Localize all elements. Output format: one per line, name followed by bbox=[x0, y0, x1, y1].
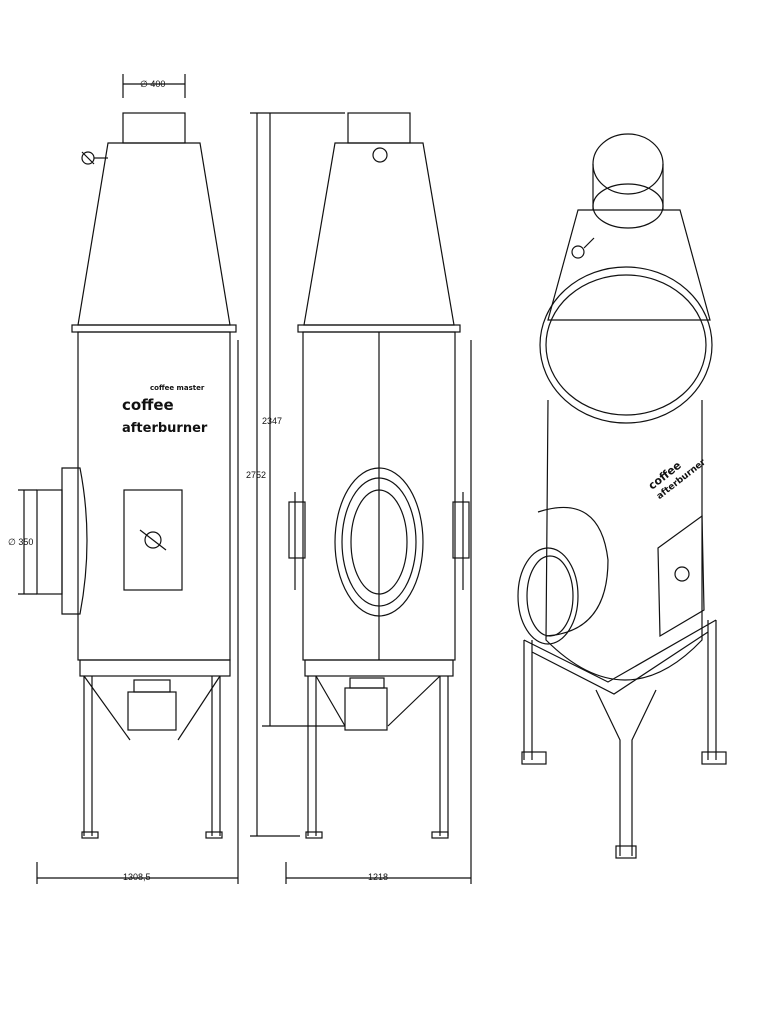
side-inlet-duct bbox=[61, 467, 88, 615]
front-inlet-mid-ring bbox=[341, 477, 417, 607]
front-flange bbox=[297, 324, 461, 333]
side-access-panel bbox=[123, 489, 183, 591]
panel-handle-icon bbox=[144, 531, 162, 549]
thermometer-icon bbox=[81, 151, 108, 165]
iso-stand bbox=[523, 619, 717, 856]
svg-text:∅ 350: ∅ 350 bbox=[8, 537, 33, 547]
svg-text:afterburner: afterburner bbox=[122, 421, 208, 436]
iso-outlet-top bbox=[592, 133, 664, 195]
svg-text:2347: 2347 bbox=[262, 416, 282, 426]
side-body bbox=[77, 331, 231, 661]
svg-text:1218: 1218 bbox=[368, 872, 388, 882]
side-flange bbox=[71, 324, 237, 333]
iso-logo: coffee afterburner bbox=[646, 457, 708, 502]
svg-text:coffee: coffee bbox=[122, 396, 174, 414]
side-outlet-pipe bbox=[122, 112, 186, 144]
iso-panel-handle-icon bbox=[674, 566, 690, 582]
side-view: coffee master coffee afterburner ∅ 400 ∅… bbox=[8, 74, 239, 884]
side-base-plate bbox=[79, 659, 231, 677]
front-cone bbox=[303, 142, 455, 326]
front-base-plate bbox=[304, 659, 454, 677]
iso-inlet-ring bbox=[517, 547, 579, 645]
front-bracket-right bbox=[452, 501, 470, 559]
front-inlet-outer-ring bbox=[334, 467, 424, 617]
dim-top-diameter: ∅ 400 bbox=[122, 74, 186, 98]
side-logo: coffee master coffee afterburner bbox=[122, 384, 208, 436]
height-dimensions: 2347 2752 bbox=[246, 112, 345, 837]
svg-text:∅ 400: ∅ 400 bbox=[140, 79, 165, 89]
iso-cone bbox=[547, 209, 711, 321]
svg-text:2752: 2752 bbox=[246, 470, 266, 480]
front-fan-motor bbox=[344, 687, 388, 731]
svg-text:1308,5: 1308,5 bbox=[123, 872, 151, 882]
iso-access-panel bbox=[657, 514, 705, 638]
dim-front-width: 1218 bbox=[285, 340, 472, 884]
dim-inlet-diameter: ∅ 350 bbox=[8, 489, 37, 595]
iso-inlet-duct bbox=[537, 507, 609, 637]
front-inlet-inner-ring bbox=[350, 489, 408, 595]
svg-text:coffee master: coffee master bbox=[150, 384, 205, 392]
iso-body bbox=[545, 399, 703, 681]
front-bracket-left bbox=[288, 501, 306, 559]
iso-thermometer-icon bbox=[571, 237, 595, 259]
side-cone bbox=[77, 142, 231, 326]
iso-flange bbox=[539, 266, 713, 424]
dim-side-width: 1308,5 bbox=[36, 340, 239, 884]
isometric-view: coffee afterburner bbox=[517, 133, 727, 859]
side-fan-motor bbox=[127, 691, 177, 731]
front-outlet-pipe bbox=[347, 112, 411, 144]
side-inlet-flange bbox=[36, 489, 63, 595]
front-view: 1218 bbox=[285, 112, 472, 884]
front-sensor-icon bbox=[372, 147, 388, 163]
